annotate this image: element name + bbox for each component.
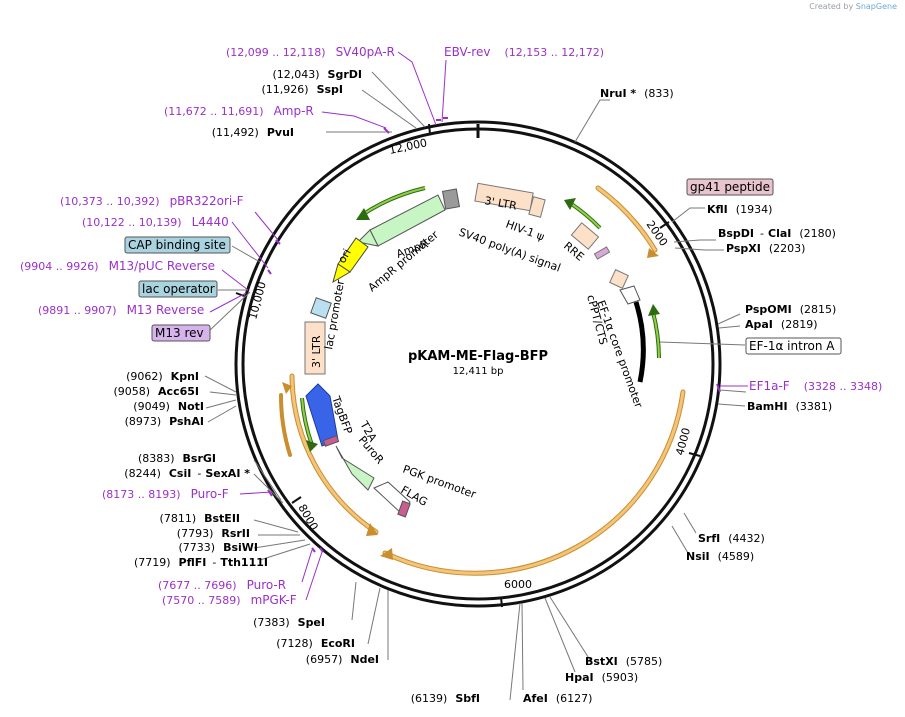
site-hpai: HpaI(5903) bbox=[565, 671, 638, 684]
site-pvui: (11,492)PvuI bbox=[212, 126, 294, 139]
site-bsrgi: (8383)BsrGI bbox=[138, 452, 216, 465]
ruler-label-12000: 12,000 bbox=[388, 136, 428, 157]
box-ef1a-intron-a-label: EF-1α intron A bbox=[749, 339, 835, 353]
site-sgrdi: (12,043)SgrDI bbox=[272, 68, 362, 81]
arrowhead-tagbfp-promoter bbox=[306, 440, 318, 452]
box-cap-binding-site-label: CAP binding site bbox=[128, 238, 226, 252]
site-spei: (7383)SpeI bbox=[253, 616, 325, 629]
primer-markers bbox=[267, 117, 721, 553]
site-bsteii: (7811)BstEII bbox=[160, 512, 240, 525]
t2a-feature bbox=[322, 435, 340, 447]
plasmid-size: 12,411 bp bbox=[453, 366, 504, 377]
site-csii-sexai: (8244)CsiI-SexAI * bbox=[124, 467, 250, 480]
lac-operator-feature bbox=[310, 297, 332, 319]
ef1a-core-promoter-arc bbox=[633, 301, 646, 383]
sites-left: (6139)SbfI (6957)NdeI (7128)EcoRI (7383)… bbox=[113, 68, 480, 705]
site-nsii: NsiI(4589) bbox=[686, 550, 754, 563]
brand-created-by: Created by bbox=[809, 2, 854, 11]
site-srfi: SrfI(4432) bbox=[698, 532, 765, 545]
primer-leader-lines bbox=[209, 51, 748, 601]
plasmid-name: pKAM-ME-Flag-BFP bbox=[408, 349, 548, 364]
ruler-label-6000: 6000 bbox=[504, 578, 532, 591]
site-sspi: (11,926)SspI bbox=[261, 83, 343, 96]
sv40-polya-feature bbox=[441, 188, 461, 210]
site-pspxi: PspXI(2203) bbox=[726, 242, 805, 255]
box-lac-operator-label: lac operator bbox=[142, 282, 215, 296]
primer-m13-reverse: (9891 .. 9907)M13 Reverse bbox=[38, 303, 204, 317]
box-cap-binding-site bbox=[124, 236, 231, 254]
site-nrui: NruI *(833) bbox=[600, 87, 674, 100]
box-m13-rev bbox=[151, 324, 211, 342]
sites-right: NruI *(833) KflI(1934) BspDI-ClaI(2180) … bbox=[523, 87, 836, 705]
puror-feature bbox=[335, 445, 375, 491]
label-ori: ori bbox=[335, 247, 353, 266]
primer-mpgk-f: (7570 .. 7589)mPGK-F bbox=[162, 593, 297, 607]
site-ecori: (7128)EcoRI bbox=[276, 637, 355, 650]
primer-amp-r: (11,672 .. 11,691)Amp-R bbox=[164, 104, 314, 118]
site-ndei: (6957)NdeI bbox=[306, 653, 379, 666]
box-m13-rev-label: M13 rev bbox=[155, 326, 204, 340]
cppt-feature bbox=[609, 269, 629, 289]
label-sv40: SV40 poly(A) signal bbox=[457, 226, 562, 275]
primer-ef1a-f: EF1a-F(3328 .. 3348) bbox=[749, 379, 882, 393]
backbone-outer-ring bbox=[234, 120, 722, 608]
label-puror: PuroR bbox=[356, 434, 387, 467]
site-rsrii: (7793)RsrII bbox=[177, 527, 250, 540]
box-gp41-label: gp41 peptide bbox=[690, 180, 770, 194]
primer-sv40pa-r: (12,099 .. 12,118)SV40pA-R bbox=[226, 45, 395, 59]
site-kpni: (9062)KpnI bbox=[126, 370, 199, 383]
primer-labels: (12,099 .. 12,118)SV40pA-R EBV-rev(12,15… bbox=[20, 45, 882, 607]
snapgene-brand: Created by SnapGene bbox=[809, 2, 897, 11]
label-hiv: HIV-1 ψ bbox=[504, 218, 546, 244]
site-pflfi-tth111i: (7719)PflFI-Tth111I bbox=[134, 556, 268, 569]
site-apai: ApaI(2819) bbox=[745, 318, 817, 331]
ori-arrowhead bbox=[332, 263, 351, 284]
arrowhead-amp-promoter bbox=[356, 208, 370, 220]
site-pshai: (8973)PshAI bbox=[125, 415, 204, 428]
site-bspdi-clai: BspDI-ClaI(2180) bbox=[718, 227, 836, 240]
arrowhead-ef1a bbox=[648, 304, 660, 316]
orf-arrowhead-left bbox=[366, 523, 378, 536]
primer-ebv-rev: EBV-rev(12,153 .. 12,172) bbox=[444, 45, 604, 59]
site-pspomi: PspOMI(2815) bbox=[745, 303, 836, 316]
site-noti: (9049)NotI bbox=[133, 400, 204, 413]
orf-arrowhead-gp41 bbox=[647, 248, 659, 258]
ltr-left-feature bbox=[304, 321, 326, 375]
gp41-feature bbox=[593, 246, 611, 260]
rre-feature bbox=[570, 222, 600, 250]
primer-l4440: (10,122 .. 10,139)L4440 bbox=[82, 215, 229, 229]
ltr-top-feature bbox=[474, 182, 534, 212]
site-acc65i: (9058)Acc65I bbox=[113, 385, 199, 398]
ruler-ticks bbox=[235, 123, 701, 608]
primer-puro-r: (7677 .. 7696)Puro-R bbox=[158, 578, 286, 592]
box-gp41 bbox=[686, 178, 774, 196]
primer-pbr322ori-f: (10,373 .. 10,392)pBR322ori-F bbox=[60, 194, 244, 208]
site-bamhi: BamHI(3381) bbox=[747, 400, 832, 413]
label-ltr-left: 3' LTR bbox=[310, 335, 323, 368]
tagbfp-feature bbox=[305, 383, 339, 447]
orf-arcs bbox=[278, 185, 686, 576]
flap-feature bbox=[619, 285, 641, 305]
orf-arrowhead-upper bbox=[282, 382, 292, 394]
orf-arrowhead-main bbox=[380, 548, 393, 560]
ampr-arrowhead bbox=[356, 229, 379, 247]
box-lac-operator bbox=[138, 280, 218, 298]
site-afei: AfeI(6127) bbox=[523, 692, 592, 705]
leader-lines bbox=[204, 71, 747, 701]
label-ltr-top: 3' LTR bbox=[483, 194, 518, 213]
primer-m13-puc-reverse: (9904 .. 9926)M13/pUC Reverse bbox=[20, 259, 215, 273]
site-bstxi: BstXI(5785) bbox=[585, 655, 662, 668]
brand-name: SnapGene bbox=[855, 2, 897, 11]
primer-puro-f: (8173 .. 8193)Puro-F bbox=[102, 487, 229, 501]
ltr-top-end bbox=[528, 196, 546, 218]
site-bsiwi: (7733)BsiWI bbox=[178, 541, 258, 554]
arrowhead-rre bbox=[564, 198, 576, 210]
site-kfli: KflI(1934) bbox=[707, 203, 772, 216]
flag-feature bbox=[397, 500, 411, 518]
box-ef1a-intron-a bbox=[745, 337, 842, 355]
site-sbfi: (6139)SbfI bbox=[411, 692, 480, 705]
